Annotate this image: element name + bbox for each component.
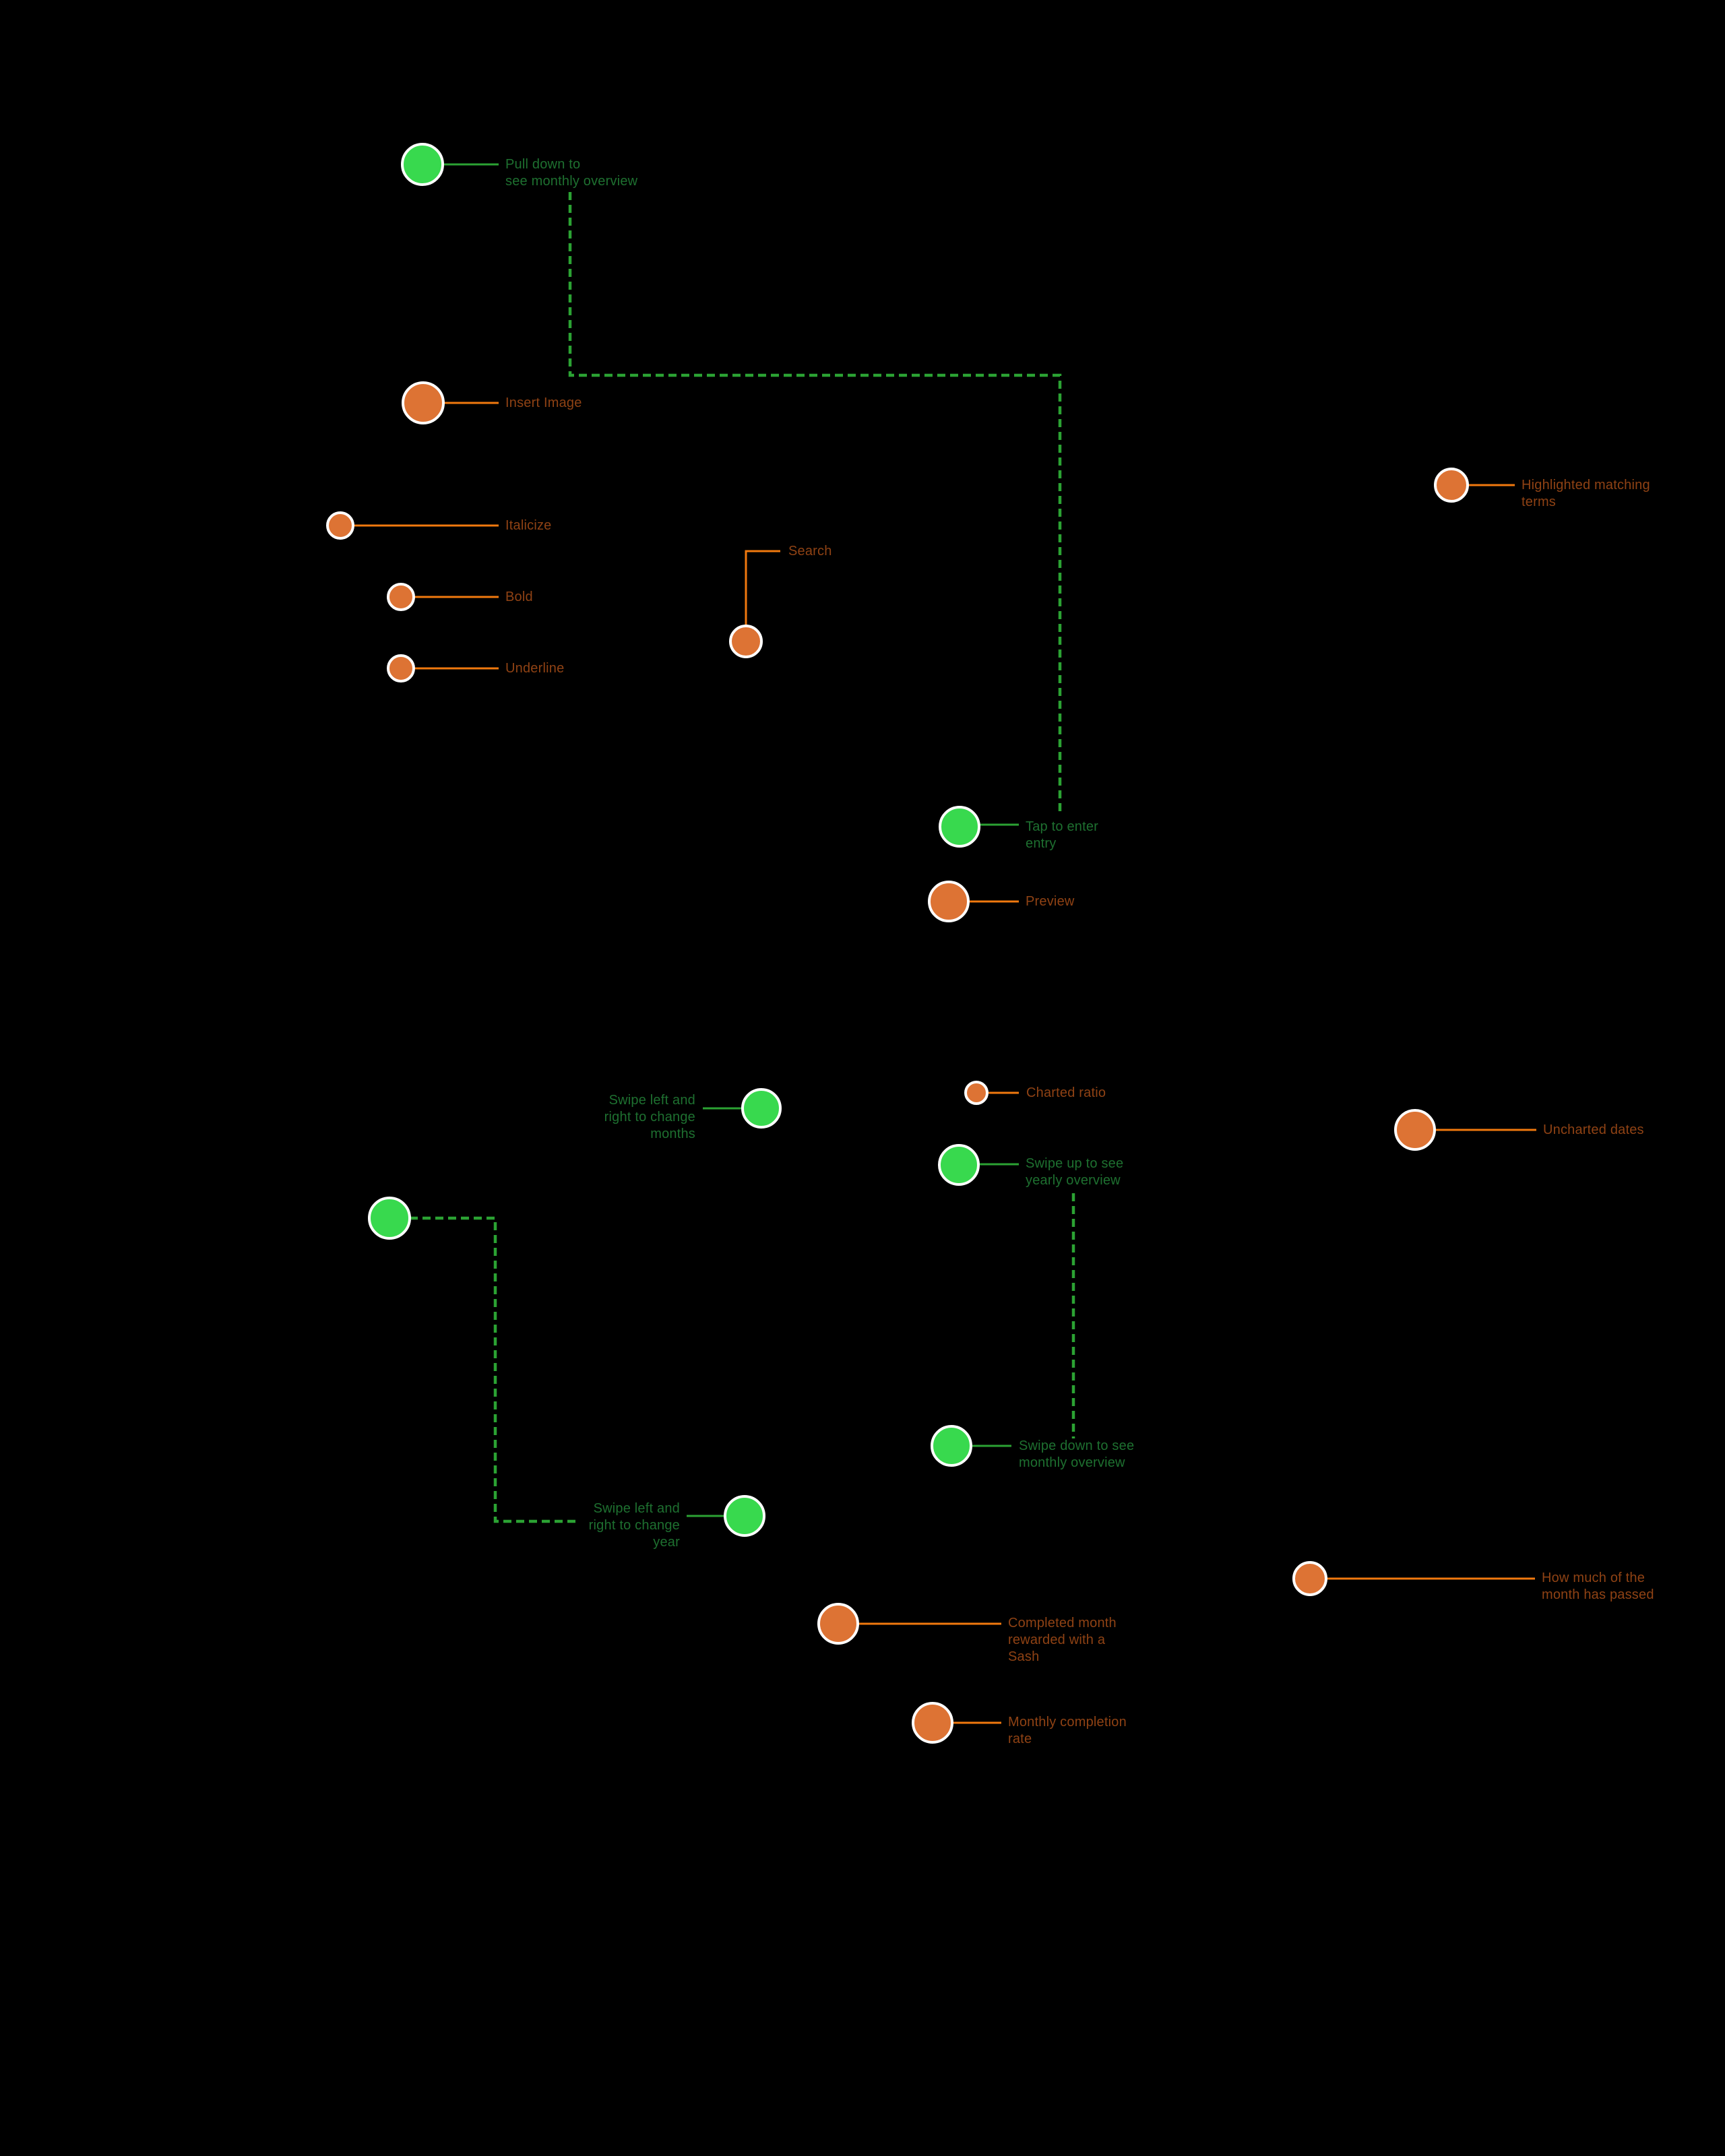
underline-label: Underline [505, 661, 565, 676]
preview-label: Preview [1026, 894, 1075, 909]
italicize-label: Italicize [505, 518, 552, 533]
swipe-down-monthly-dot [931, 1425, 972, 1467]
swipe-down-monthly-label: Swipe down to see monthly overview [1019, 1438, 1135, 1470]
preview-dot [928, 881, 970, 922]
uncharted-dates-label: Uncharted dates [1543, 1122, 1644, 1137]
charted-ratio-label: Charted ratio [1026, 1085, 1106, 1100]
swipe-year-dot [724, 1495, 765, 1537]
insert-image-label: Insert Image [505, 395, 582, 410]
highlighted-terms-label: Highlighted matching terms [1522, 478, 1650, 509]
swipe-up-yearly-label: Swipe up to see yearly overview [1026, 1156, 1124, 1188]
bold-label: Bold [505, 590, 533, 604]
completed-sash-dot [817, 1603, 859, 1645]
month-passed-dot [1292, 1561, 1327, 1596]
italicize-dot [326, 511, 354, 540]
tap-entry-label: Tap to enter entry [1026, 819, 1099, 851]
flow-change-year-path [410, 1216, 578, 1523]
completed-sash-label: Completed month rewarded with a Sash [1008, 1616, 1117, 1664]
swipe-year-label: Swipe left and right to change year [588, 1501, 680, 1550]
pull-down-dot [401, 143, 444, 186]
search-leader [745, 550, 780, 626]
month-passed-label: How much of the month has passed [1542, 1571, 1654, 1602]
highlighted-terms-dot [1434, 468, 1469, 503]
flow-pulldown-to-entry-path [568, 192, 1062, 813]
insert-image-dot [402, 381, 445, 424]
swipe-months-dot [741, 1088, 782, 1129]
monthly-rate-label: Monthly completion rate [1008, 1715, 1127, 1746]
underline-dot [387, 654, 415, 683]
monthly-rate-dot [912, 1702, 953, 1744]
charted-ratio-dot [964, 1081, 989, 1105]
change-year-start-dot [368, 1197, 411, 1240]
swipe-months-label: Swipe left and right to change months [604, 1093, 695, 1141]
tap-entry-dot [939, 806, 980, 848]
bold-dot [387, 583, 415, 611]
search-dot [729, 625, 763, 658]
pull-down-label: Pull down to see monthly overview [505, 157, 638, 189]
swipe-up-yearly-dot [938, 1144, 980, 1186]
uncharted-dates-dot [1394, 1109, 1436, 1151]
search-label: Search [788, 544, 832, 559]
